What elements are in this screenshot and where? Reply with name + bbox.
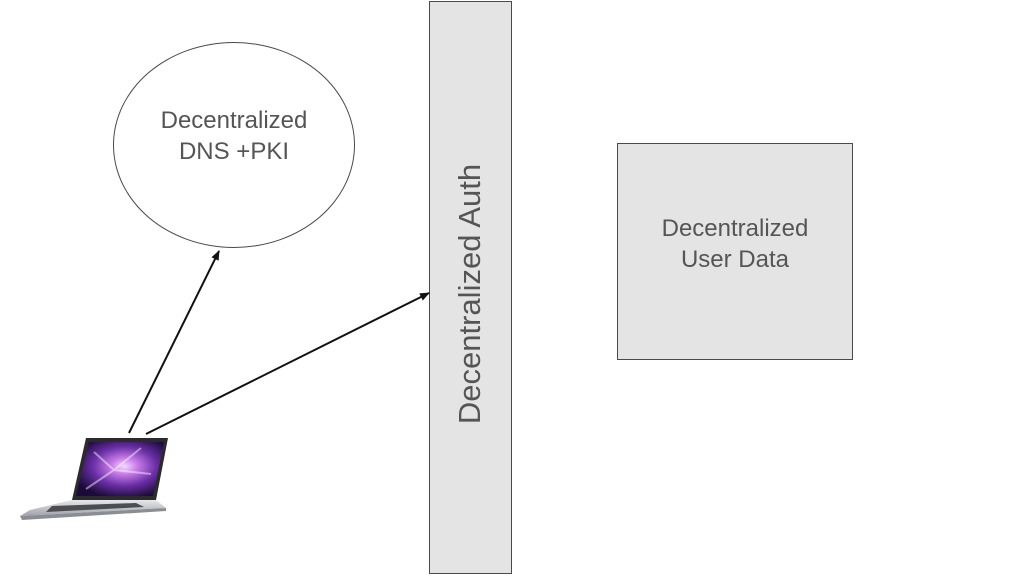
- user-data-node: Decentralized User Data: [617, 143, 853, 360]
- user-data-label-line1: Decentralized: [661, 214, 809, 242]
- arrow-laptop-to-auth: [145, 292, 430, 435]
- user-data-label: Decentralized User Data: [662, 213, 809, 275]
- dns-pki-node: Decentralized DNS +PKI: [113, 42, 355, 248]
- arrow-laptop-to-dns: [128, 250, 220, 434]
- auth-label: Decentralized Auth: [452, 163, 487, 425]
- dns-pki-label-line2: DNS +PKI: [178, 138, 290, 165]
- dns-pki-label-line1: Decentralized: [160, 107, 308, 134]
- user-data-label-line2: User Data: [680, 245, 790, 273]
- laptop-icon: [20, 438, 168, 520]
- dns-pki-label: Decentralized DNS +PKI: [161, 105, 308, 167]
- auth-node: [429, 1, 512, 574]
